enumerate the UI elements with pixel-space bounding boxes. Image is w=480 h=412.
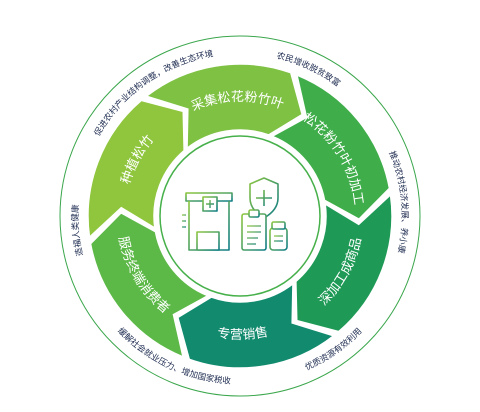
outer-ring-outline: [59, 35, 421, 397]
cycle-step-label-sales: 专营销售: [216, 324, 269, 343]
store-building-icon: [182, 192, 233, 251]
clipboard-icon: [241, 209, 267, 251]
benefit-label-health: 造福人类健康: [70, 204, 86, 257]
shield-cross-icon: [249, 177, 279, 219]
inner-ring-outline: [159, 135, 321, 297]
inner-disc: [154, 130, 326, 302]
medicine-bottle-icon: [269, 221, 288, 251]
center-illustration: [182, 177, 288, 251]
